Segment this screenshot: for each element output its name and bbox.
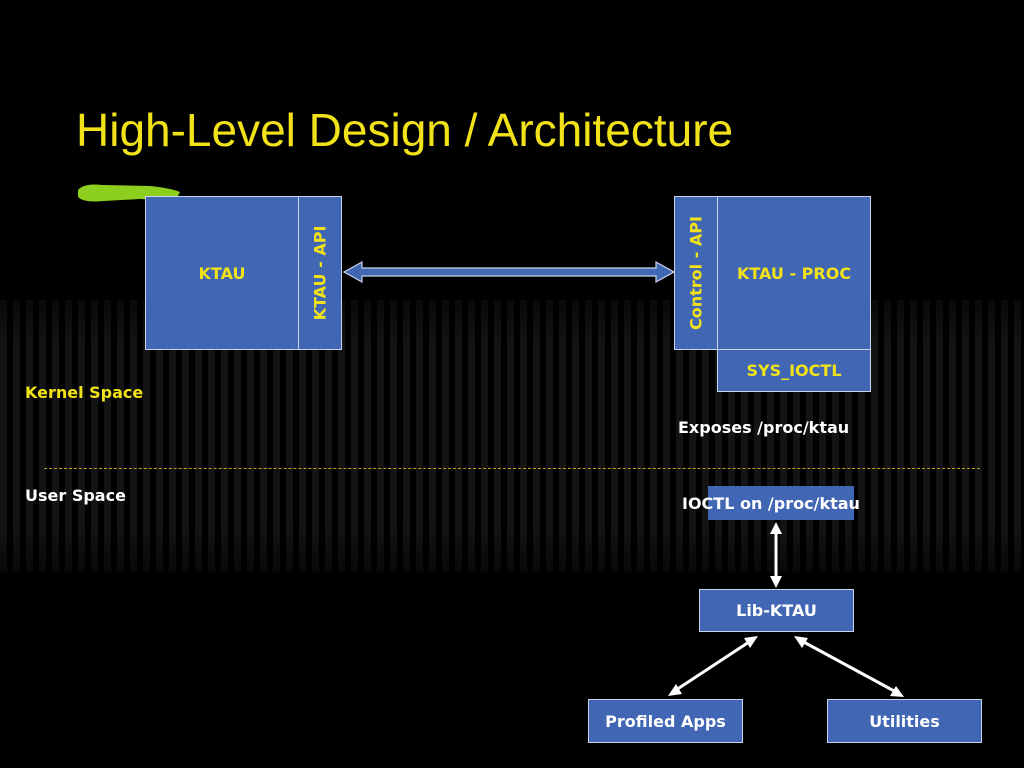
profiled-apps-label: Profiled Apps: [605, 711, 726, 731]
api-double-arrow: [342, 260, 676, 284]
sys-ioctl-box: SYS_IOCTL: [717, 349, 871, 392]
ktau-proc-label: KTAU - PROC: [736, 263, 852, 283]
ktau-proc-box: KTAU - PROC: [717, 196, 871, 350]
ioctl-proc-ktau-label: IOCTL on /proc/ktau: [682, 494, 860, 513]
kernel-space-label: Kernel Space: [25, 383, 144, 402]
ktau-box: KTAU: [145, 196, 299, 350]
lib-ktau-box: Lib-KTAU: [699, 589, 854, 632]
ktau-api-box: [298, 196, 342, 350]
control-api-box: [674, 196, 718, 350]
lib-ktau-label: Lib-KTAU: [736, 601, 817, 620]
exposes-proc-ktau-label: Exposes /proc/ktau: [678, 418, 850, 437]
libktau-profiled-apps-arrow: [668, 636, 758, 696]
ioctl-libktau-arrow: [770, 522, 782, 588]
ktau-label: KTAU: [198, 263, 246, 283]
sys-ioctl-label: SYS_IOCTL: [746, 361, 842, 380]
libktau-utilities-arrow: [794, 636, 904, 697]
utilities-label: Utilities: [869, 711, 940, 731]
control-api-label: Control - API: [686, 216, 706, 330]
ioctl-highlight: [708, 486, 854, 520]
ktau-api-label: KTAU - API: [310, 225, 330, 321]
kernel-user-divider: [44, 468, 980, 469]
profiled-apps-box: Profiled Apps: [588, 699, 743, 743]
user-space-label: User Space: [25, 486, 126, 505]
slide-title: High-Level Design / Architecture: [76, 104, 734, 156]
utilities-box: Utilities: [827, 699, 982, 743]
